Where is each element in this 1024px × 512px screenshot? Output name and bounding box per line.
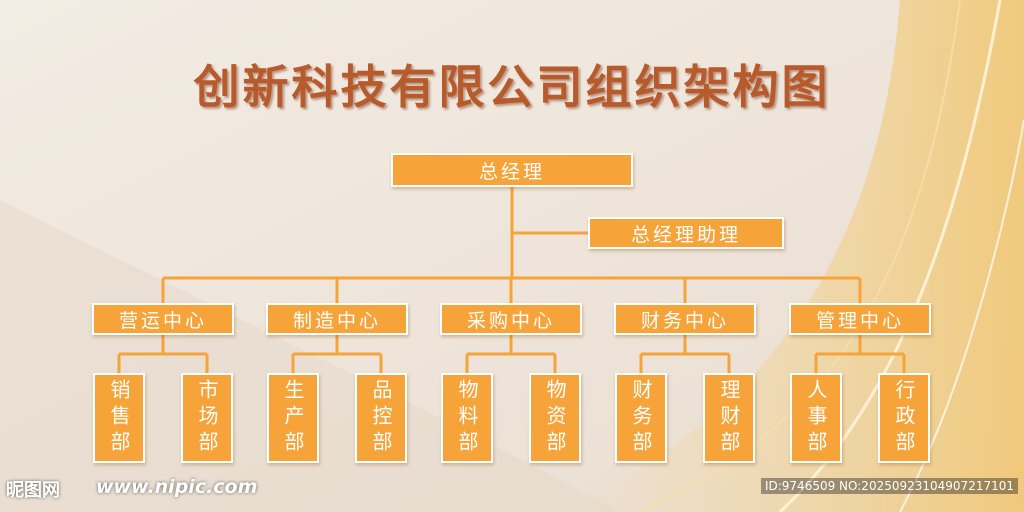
watermark-logo: 昵图网	[6, 480, 60, 501]
node-gm-assistant: 总经理助理	[588, 217, 784, 249]
node-dept: 物料部	[441, 373, 493, 463]
chart-title: 创新科技有限公司组织架构图	[193, 60, 831, 114]
node-dept: 行政部	[878, 373, 930, 463]
node-center: 采购中心	[440, 303, 582, 335]
node-center: 财务中心	[614, 303, 756, 335]
node-center: 制造中心	[266, 303, 408, 335]
node-dept: 人事部	[790, 373, 842, 463]
node-dept: 品控部	[355, 373, 407, 463]
node-dept: 财务部	[615, 373, 667, 463]
watermark-id: ID:9746509 NO:20250923104907217101	[760, 478, 1018, 494]
node-dept: 市场部	[181, 373, 233, 463]
node-center: 管理中心	[789, 303, 931, 335]
node-general-manager: 总经理	[391, 153, 633, 187]
node-dept: 物资部	[529, 373, 581, 463]
node-center: 营运中心	[92, 303, 234, 335]
node-dept: 生产部	[267, 373, 319, 463]
watermark-url: www.nipic.com	[96, 476, 258, 498]
node-dept: 销售部	[93, 373, 145, 463]
node-dept: 理财部	[703, 373, 755, 463]
